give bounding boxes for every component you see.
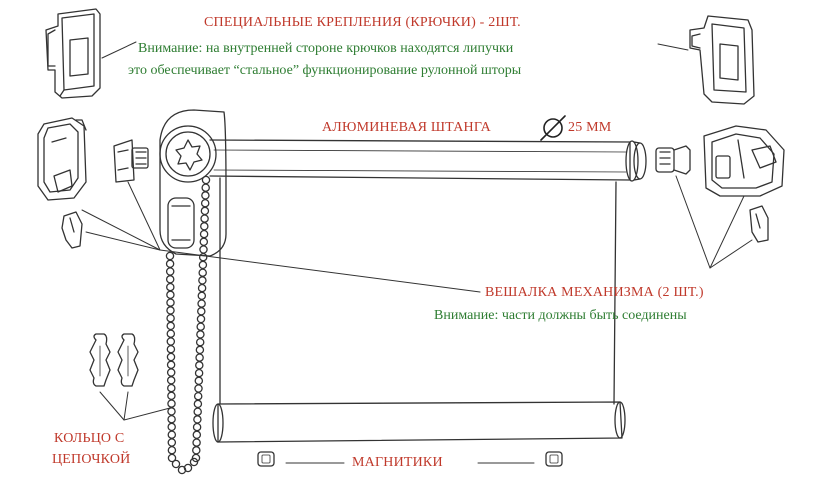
chain-bead — [199, 245, 208, 254]
chain-bead — [167, 407, 176, 416]
chain-bead — [200, 198, 210, 208]
chain-bead — [197, 283, 207, 293]
chain-bead — [166, 344, 176, 354]
chain-bead — [198, 268, 207, 277]
hook-bracket-right — [689, 15, 755, 105]
bead-chain — [165, 175, 211, 475]
chain-bead — [194, 368, 204, 378]
chain-bead — [191, 453, 201, 463]
chain-bead — [197, 291, 207, 301]
chain-bead — [166, 329, 176, 338]
clutch-plug-right — [655, 145, 691, 175]
aluminium-rod — [209, 139, 647, 182]
chain-bead — [198, 260, 208, 270]
chain-bead — [193, 415, 202, 424]
chain-bead — [199, 229, 209, 239]
chain-bead — [166, 298, 175, 307]
hooks-title: СПЕЦИАЛЬНЫЕ КРЕПЛЕНИЯ (КРЮЧКИ) - 2ШТ. — [204, 15, 521, 30]
chain-bead — [201, 183, 210, 192]
chain-bead — [192, 430, 202, 440]
chain-bead — [167, 438, 177, 447]
control-mechanism — [159, 109, 227, 257]
chain-bead — [189, 457, 199, 467]
hooks-note-1: Внимание: на внутренней стороне крючков … — [138, 41, 514, 56]
bottom-bar — [212, 401, 626, 443]
magnets — [257, 451, 563, 467]
chain-bead — [196, 314, 206, 324]
chain-bead — [195, 337, 205, 347]
chain-bead — [167, 399, 176, 408]
mechanism-leaders-left — [81, 181, 481, 293]
diameter-icon — [540, 115, 566, 141]
chain-bead — [183, 463, 193, 473]
ring-label-line-1: КОЛЬЦО С — [54, 431, 125, 446]
chain-bead — [165, 259, 175, 269]
magnets-label: МАГНИТИКИ — [352, 455, 443, 470]
mechanism-note: Внимание: части должны быть соединены — [434, 308, 687, 323]
chain-bead — [200, 206, 210, 216]
chain-bead — [167, 391, 176, 401]
chain-bead — [196, 322, 205, 331]
ring-label-line-2: ЦЕПОЧКОЙ — [52, 452, 131, 467]
chain-bead — [166, 352, 176, 362]
chain-bead — [197, 307, 206, 316]
chain-bead — [192, 438, 201, 447]
chain-bead — [171, 459, 181, 469]
chain-bead — [199, 237, 209, 247]
chain-bead — [165, 267, 175, 276]
chain-bead — [195, 361, 204, 370]
end-cap-left — [37, 117, 87, 201]
chain-bead — [200, 214, 209, 223]
chain-connectors — [89, 333, 139, 387]
chain-bead — [192, 446, 201, 455]
chain-bead — [166, 368, 176, 377]
chain-bead — [166, 313, 175, 323]
chain-bead — [198, 276, 207, 285]
chain-bead — [196, 330, 205, 339]
chain-bead — [194, 384, 203, 393]
chain-bead — [166, 321, 175, 331]
chain-bead — [166, 376, 176, 385]
hooks-note-2: это обеспечивает “стальное” функциониров… — [128, 63, 522, 78]
chain-bead — [167, 414, 176, 424]
mechanism-leaders-right — [675, 175, 753, 269]
chain-bead — [167, 383, 176, 393]
chain-bead — [167, 445, 177, 455]
chain-bead — [193, 399, 203, 409]
spacer-left — [61, 211, 83, 249]
chain-bead — [198, 252, 208, 262]
blind-fabric — [219, 177, 617, 405]
spacer-right — [749, 205, 769, 243]
rod-size: 25 ММ — [568, 120, 612, 135]
chain-bead — [166, 282, 175, 292]
chain-bead — [195, 345, 205, 355]
chain-bead — [195, 353, 204, 362]
chain-bead — [201, 191, 210, 200]
chain-bead — [165, 275, 175, 284]
chain-bead — [193, 407, 202, 416]
rod-title: АЛЮМИНЕВАЯ ШТАНГА — [322, 120, 491, 135]
chain-bead — [193, 391, 203, 401]
mechanism-title: ВЕШАЛКА МЕХАНИЗМА (2 ШТ.) — [485, 285, 704, 300]
chain-bead — [166, 290, 175, 300]
chain-bead — [197, 299, 206, 308]
chain-bead — [167, 430, 177, 439]
chain-bead — [194, 376, 204, 386]
chain-bead — [167, 453, 177, 463]
clutch-plug-left — [113, 139, 149, 183]
chain-bead — [166, 306, 175, 315]
hooks-leaders — [101, 41, 689, 59]
chain-bead — [200, 222, 209, 231]
hook-bracket-left — [45, 8, 101, 99]
chain-bead — [166, 337, 176, 346]
chain-bead — [201, 175, 211, 185]
ring-leaders — [99, 391, 171, 421]
chain-bead — [192, 422, 202, 432]
chain-bead — [165, 251, 175, 261]
end-cap-right — [703, 125, 785, 197]
chain-bead — [167, 422, 176, 432]
chain-bead — [166, 360, 176, 370]
